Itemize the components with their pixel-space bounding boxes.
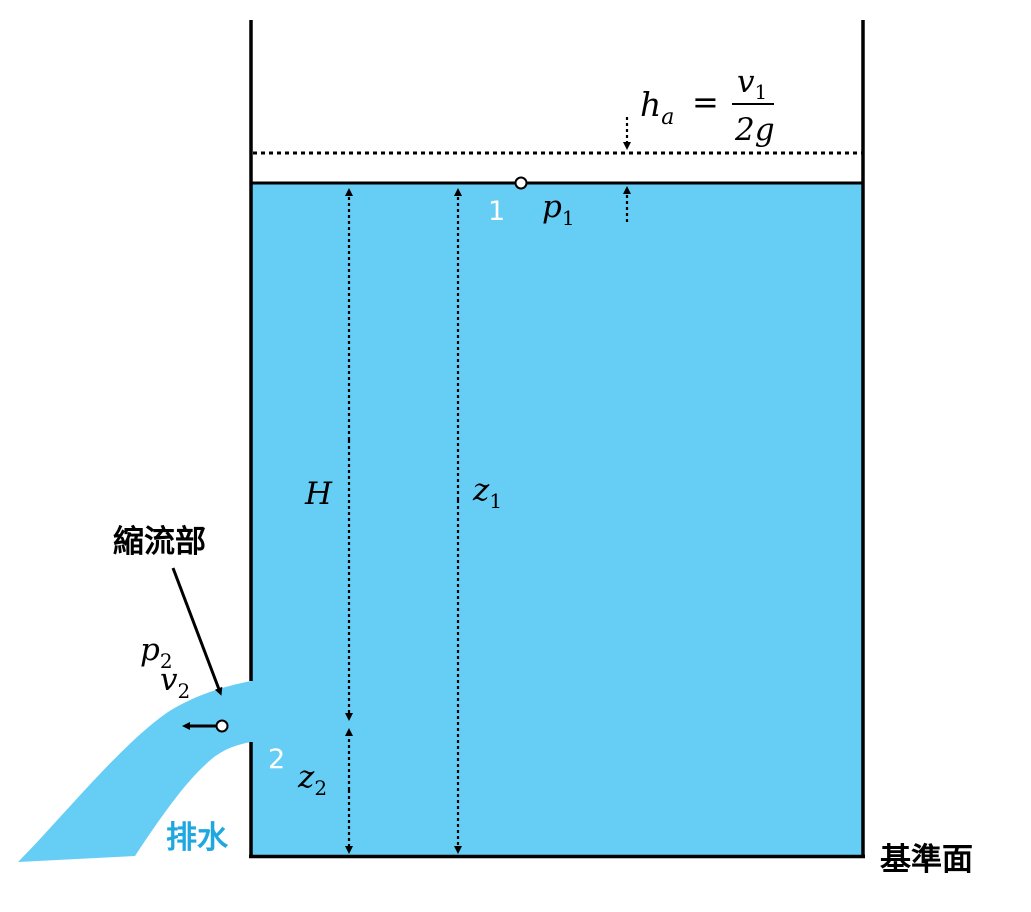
discharge-label: 排水 [166,820,229,856]
ha-equals: = [692,83,719,121]
ha-fraction-numerator: v1 [737,64,767,104]
constriction-label: 縮流部 [113,524,206,560]
ha-label: ha [640,85,674,130]
constriction-leader-arrow [171,567,223,696]
point-2-marker [215,719,229,733]
p2-label: p2 [140,632,173,673]
H-label: H [304,476,333,512]
z2-label: z2 [297,759,327,800]
tank-water [251,183,863,857]
point-1-label: 1 [488,196,505,227]
point-1-marker [514,176,528,190]
p1-label: p1 [542,189,575,230]
v2-label: v2 [160,662,190,703]
ha-fraction-denominator: 2g [734,112,775,148]
datum-label: 基準面 [880,842,973,878]
z1-label: z1 [472,472,502,513]
point-2-label: 2 [268,744,285,775]
